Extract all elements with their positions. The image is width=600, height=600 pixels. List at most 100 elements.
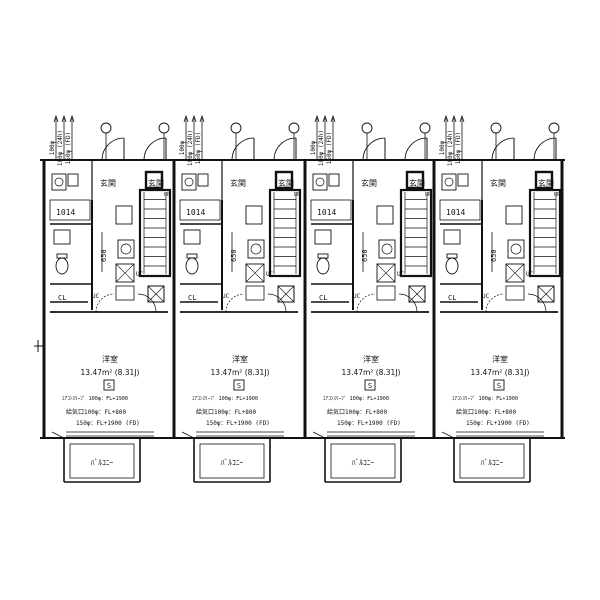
door-swing [356, 293, 376, 313]
door-swing [398, 293, 418, 313]
sink-cabinet [505, 263, 525, 283]
building-frame [34, 159, 565, 439]
refrigerator-box [505, 205, 523, 225]
stair-up-label: UP [294, 192, 300, 198]
washer-drum-icon [510, 243, 522, 255]
pipe-label: 100φ [439, 140, 446, 155]
sink-basin-icon [315, 177, 325, 187]
stair-landing [405, 170, 425, 190]
uc-label: UC [136, 271, 144, 278]
closet-label: CL [319, 294, 327, 302]
uc-label: UC [92, 293, 100, 300]
uc-label: UC [397, 271, 405, 278]
toilet-tank-icon [317, 253, 329, 259]
staircase [399, 188, 433, 278]
vent-icon [548, 122, 560, 134]
bathtub [179, 199, 221, 221]
shaft-box [408, 285, 426, 303]
stair-landing [534, 170, 554, 190]
entrance-label-left: 玄関 [490, 178, 506, 188]
washer-drum-icon [120, 243, 132, 255]
stair-landing [274, 170, 294, 190]
vent-note: 給気口100φ：FL+800 [66, 408, 127, 416]
aircon-note: ｴｱｺﾝｽﾘｰﾌﾞ 100φ：FL+1900 [323, 395, 389, 402]
balcony-floor [69, 443, 135, 479]
bathtub [439, 199, 481, 221]
s-mark: S [107, 382, 111, 390]
faucet-icon [328, 173, 340, 187]
toilet-icon [445, 257, 459, 275]
vent-note: 給気口100φ：FL+800 [327, 408, 388, 416]
staircase [138, 188, 172, 278]
washer-box [247, 239, 265, 259]
bathtub [310, 199, 352, 221]
balcony-floor [330, 443, 396, 479]
pipe-label: 100φ [310, 140, 317, 155]
vent-note: 給気口100φ：FL+800 [456, 408, 517, 416]
aircon-note: ｴｱｺﾝｽﾘｰﾌﾞ 100φ：FL+1900 [192, 395, 258, 402]
arrow-icon [451, 114, 457, 123]
shoe-box [115, 285, 135, 301]
washbasin-icon [314, 229, 332, 245]
balcony-floor [199, 443, 265, 479]
balcony-label: ﾊﾞﾙｺﾆｰ [352, 458, 375, 467]
arrow-icon [322, 114, 328, 123]
arrow-icon [443, 114, 449, 123]
pipe-label: 150φ (FD) [455, 132, 462, 165]
shaft-box [277, 285, 295, 303]
entrance-label-right: 玄関 [538, 178, 554, 188]
door-swing [267, 293, 287, 313]
refrigerator-box [376, 205, 394, 225]
vent-note: 150φ：FL+1900 (FD) [337, 420, 401, 427]
washbasin-icon [183, 229, 201, 245]
uc-label: UC [222, 293, 230, 300]
room-name: 洋室 [492, 354, 508, 364]
washer-drum-icon [250, 243, 262, 255]
x-mark [115, 263, 135, 283]
entrance-label-right: 玄関 [409, 178, 425, 188]
toilet-icon [55, 257, 69, 275]
vent-note: 給気口100φ：FL+800 [196, 408, 257, 416]
arrow-icon [330, 114, 336, 123]
bath-unit-label: 1014 [186, 208, 205, 217]
s-mark-box [364, 379, 376, 391]
bath-unit-label: 1014 [446, 208, 465, 217]
pipe-label: 100φ (24h) [318, 130, 325, 166]
vent-icon [100, 122, 112, 134]
door-swing [533, 137, 557, 161]
stair-up-label: UP [425, 192, 431, 198]
pipe-label: 100φ (24h) [447, 130, 454, 166]
toilet-tank-icon [186, 253, 198, 259]
arrow-line [441, 431, 455, 439]
staircase [268, 188, 302, 278]
s-mark-box [233, 379, 245, 391]
sink-cabinet [115, 263, 135, 283]
bath-unit-label: 1014 [56, 208, 75, 217]
faucet-icon [457, 173, 469, 187]
aircon-note: ｴｱｺﾝｽﾘｰﾌﾞ 100φ：FL+1900 [452, 395, 518, 402]
balcony-label: ﾊﾞﾙｺﾆｰ [91, 458, 114, 467]
room-area: 13.47m² (8.31J) [211, 368, 270, 377]
room-name: 洋室 [363, 354, 379, 364]
washbasin-icon [443, 229, 461, 245]
uc-label: UC [482, 293, 490, 300]
x-mark [505, 263, 525, 283]
pipe-label: 100φ [179, 140, 186, 155]
faucet-icon [67, 173, 79, 187]
vent-note: 150φ：FL+1900 (FD) [206, 420, 270, 427]
arrow-icon [61, 114, 67, 123]
shoe-box [376, 285, 396, 301]
entrance-label-left: 玄関 [361, 178, 377, 188]
pipe-label: 150φ (FD) [195, 132, 202, 165]
arrow-icon [183, 114, 189, 123]
sink-icon [51, 173, 67, 191]
washbasin-icon [53, 229, 71, 245]
arrow-line [181, 431, 195, 439]
entrance-label-left: 玄関 [230, 178, 246, 188]
vent-icon [490, 122, 502, 134]
shoe-box [505, 285, 525, 301]
bath-unit-label: 1014 [317, 208, 336, 217]
